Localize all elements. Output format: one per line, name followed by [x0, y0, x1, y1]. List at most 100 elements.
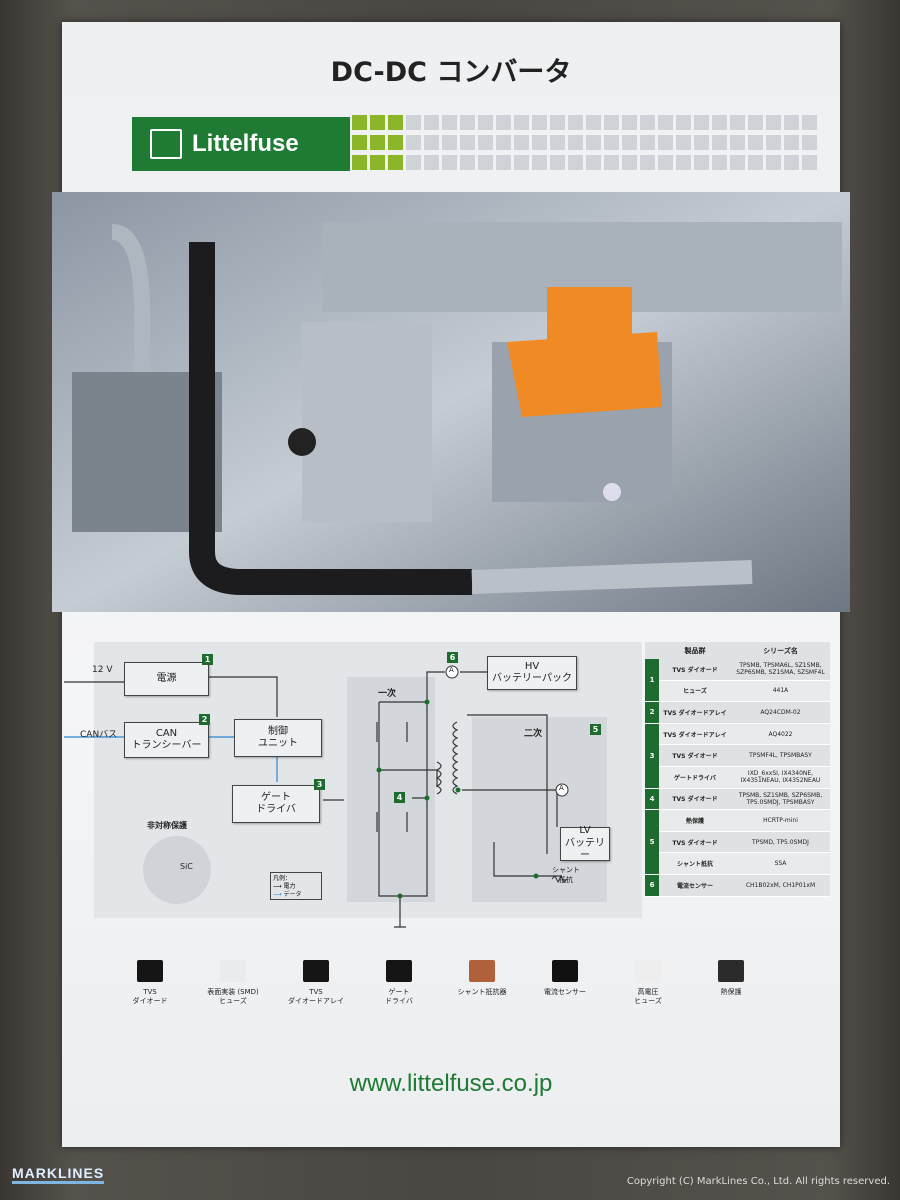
- product-label: ゲート: [388, 988, 410, 996]
- series-name: TPSMF4L, TPSMBASY: [749, 752, 812, 760]
- decor-square: [406, 155, 421, 170]
- poster: DC-DC コンバータ Littelfuse 12 V CANバス 電源 CAN…: [52, 22, 850, 1147]
- decor-square: [514, 135, 529, 150]
- product-group: TVS ダイオード: [672, 796, 718, 804]
- table-row: TVS ダイオードアレイ AQ24CDM-02: [645, 702, 830, 724]
- decor-square: [406, 115, 421, 130]
- series-name: AQ24CDM-02: [760, 708, 801, 716]
- product-image: [303, 960, 329, 982]
- decor-square: [352, 155, 367, 170]
- primary-label: 一次: [378, 689, 397, 699]
- gate-driver-block: ゲートドライバ: [232, 785, 320, 823]
- series-name: TPSMB, TPSMA6L, SZ1SMB, SZP6SMB, SZ1SMA,…: [736, 662, 825, 677]
- decor-square: [676, 135, 691, 150]
- product-group: TVS ダイオード: [672, 753, 718, 761]
- decor-square: [460, 155, 475, 170]
- decor-square: [532, 115, 547, 130]
- control-unit-block: 制御ユニット: [234, 719, 322, 757]
- decor-square: [388, 155, 403, 170]
- product-label: 表面実装 (SMD): [207, 988, 259, 996]
- decor-square: [424, 155, 439, 170]
- group-number: 1: [645, 659, 659, 702]
- decor-square: [550, 135, 565, 150]
- decor-square: [748, 155, 763, 170]
- decor-square: [442, 155, 457, 170]
- decor-square: [586, 115, 601, 130]
- series-name: HCRTP-mini: [763, 816, 798, 824]
- product-label: 熱保護: [720, 988, 742, 996]
- brand-name: Littelfuse: [192, 130, 299, 157]
- series-name: TPSMB, SZ1SMB, SZP6SMB, TP5.0SMDJ, TPSMB…: [738, 791, 823, 806]
- decor-square: [784, 135, 799, 150]
- series-name: SSA: [774, 860, 787, 868]
- badge-5: 5: [590, 724, 601, 735]
- product-item: シャント抵抗器: [442, 960, 522, 997]
- product-image: [635, 960, 661, 982]
- littelfuse-mark-icon: [150, 129, 182, 159]
- decor-square: [604, 155, 619, 170]
- decor-square: [586, 155, 601, 170]
- product-group: TVS ダイオード: [672, 839, 718, 847]
- product-group: TVS ダイオードアレイ: [663, 709, 727, 717]
- decor-square: [694, 155, 709, 170]
- decor-square: [730, 155, 745, 170]
- decor-square: [532, 135, 547, 150]
- shunt-resistor-label: シャント抵抗: [552, 866, 580, 884]
- decor-square: [712, 135, 727, 150]
- decor-square: [496, 115, 511, 130]
- series-name: 441A: [772, 687, 789, 695]
- badge-3: 3: [314, 779, 325, 790]
- decor-square: [532, 155, 547, 170]
- orange-connector: [507, 287, 662, 417]
- littelfuse-logo: Littelfuse: [132, 117, 350, 171]
- product-group: TVS ダイオードアレイ: [663, 731, 727, 739]
- product-group: ヒューズ: [683, 688, 707, 696]
- decor-square: [766, 155, 781, 170]
- decor-square: [766, 135, 781, 150]
- product-group: 電流センサー: [676, 882, 713, 890]
- decor-square: [622, 155, 637, 170]
- decor-square: [442, 115, 457, 130]
- product-label: 電流センサー: [544, 988, 586, 996]
- decor-square: [496, 155, 511, 170]
- poster-title: DC-DC コンバータ: [330, 57, 572, 88]
- decor-square: [730, 135, 745, 150]
- product-label-2: ダイオード: [132, 997, 168, 1006]
- decor-square: [370, 115, 385, 130]
- product-item: 高電圧ヒューズ: [608, 960, 688, 1006]
- group-number: 2: [645, 702, 659, 723]
- power-supply-block: 電源: [124, 662, 209, 696]
- decor-square: [658, 115, 673, 130]
- series-name: AQ4022: [768, 730, 793, 738]
- decor-square: [568, 115, 583, 130]
- decor-square: [730, 115, 745, 130]
- product-label: TVS: [143, 988, 157, 996]
- decor-square: [604, 135, 619, 150]
- decor-square: [658, 155, 673, 170]
- decor-square: [460, 135, 475, 150]
- decor-square: [802, 135, 817, 150]
- asymmetric-protection-label: 非対称保護: [147, 821, 187, 830]
- decor-square: [406, 135, 421, 150]
- table-row: TVS ダイオード TPSMF4L, TPSMBASY: [645, 745, 830, 767]
- product-image: [552, 960, 578, 982]
- decor-square: [802, 155, 817, 170]
- product-label-2: ドライバ: [385, 997, 413, 1006]
- product-item: 表面実装 (SMD)ヒューズ: [193, 960, 273, 1006]
- ammeter-hv: A: [449, 666, 454, 674]
- group-number: 3: [645, 723, 659, 788]
- product-label-2: ヒューズ: [634, 997, 662, 1006]
- decor-square: [766, 115, 781, 130]
- decor-square: [370, 155, 385, 170]
- legend-data: ⟶ データ: [273, 890, 302, 898]
- website-url[interactable]: www.littelfuse.co.jp: [349, 1070, 553, 1097]
- series-name: IXD_6xxSI, IX4340NE, IX4351NEAU, IX4352N…: [740, 770, 821, 785]
